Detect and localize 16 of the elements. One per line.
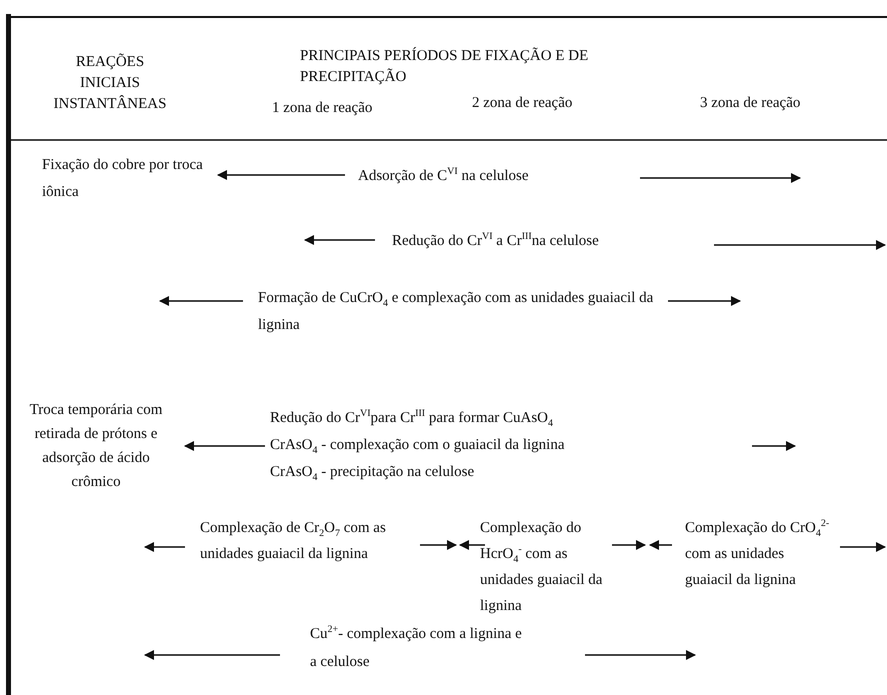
reaction-text: Redução do Cr$^{VI}$para Cr$^{III}$ para formar CuAsO$_{4}$ xyxy=(270,407,554,431)
reaction-text: CrAsO$_{4}$ - precipitação na celulose xyxy=(270,463,476,485)
reaction-text: Complexação do HcrO$_{4}$$^{-}$ com as unidades guaiacil da lignina xyxy=(480,519,604,616)
reaction-text: Formação de CuCrO$_{4}$ e complexação com as unidades guaiacil da lignina xyxy=(258,289,654,335)
column-heading: 3 zona de reação xyxy=(700,94,802,113)
column-heading: 1 zona de reação xyxy=(272,99,374,118)
column-heading: PRINCIPAIS PERÍODOS DE FIXAÇÃO E DE PRECIPITAÇÃO xyxy=(300,46,590,87)
reaction-text: Complexação de Cr$_{2}$O$_{7}$ com as unidades guaiacil da lignina xyxy=(200,519,387,564)
reaction-text: Adsorção de C$^{VI}$ na celulose xyxy=(358,165,530,186)
reaction-text: Cu$^{2+}$- complexação com a lignina e a celulose xyxy=(310,623,523,672)
reaction-text: CrAsO$_{4}$ - complexação com o guaiacil da lignina xyxy=(270,436,566,458)
column-heading: REAÇÕES INICIAIS INSTANTÂNEAS xyxy=(52,52,168,114)
reaction-text: Troca temporária com retirada de prótons e adsorção de ácido crômico xyxy=(28,401,164,492)
column-heading: 2 zona de reação xyxy=(472,94,574,113)
reaction-text: Fixação do cobre por troca iônica xyxy=(42,156,204,202)
reaction-text: Redução do Cr$^{VI}$ a Cr$^{III}$na celulose xyxy=(392,230,600,251)
